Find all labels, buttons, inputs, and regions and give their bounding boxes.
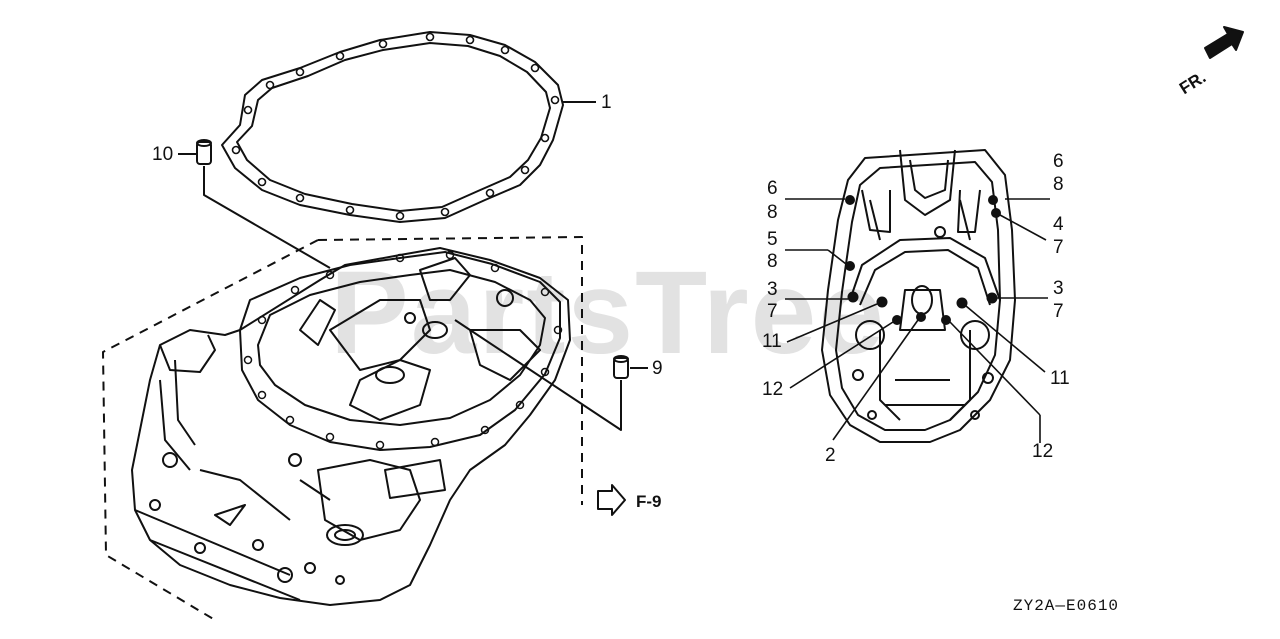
callout-3-right: 3 <box>1053 278 1064 299</box>
callout-8-left-a: 8 <box>767 202 778 223</box>
callout-6-left: 6 <box>767 178 778 199</box>
callout-5: 5 <box>767 229 778 250</box>
dowel-pin-9 <box>613 355 629 379</box>
leader-line-9b <box>454 319 622 431</box>
housing-bolt-holes <box>243 250 563 450</box>
callout-4: 4 <box>1053 214 1064 235</box>
gasket-outline <box>221 31 564 223</box>
leader-line-10b <box>203 166 331 269</box>
oil-pan-housing <box>131 247 571 606</box>
gasket-bolt-holes <box>231 32 560 221</box>
callout-12-right: 12 <box>1032 441 1054 462</box>
assembly-frame-top <box>317 236 583 505</box>
callout-7-left: 7 <box>767 301 778 322</box>
reference-arrow-icon <box>597 484 626 516</box>
callout-8-right: 8 <box>1053 174 1064 195</box>
reference-label[interactable]: F-9 <box>636 492 662 511</box>
callout-7-right-b: 7 <box>1053 301 1064 322</box>
callout-9: 9 <box>652 358 663 379</box>
callout-2: 2 <box>825 445 836 466</box>
callout-1: 1 <box>601 92 612 113</box>
diagram-code: ZY2A—E0610 <box>1013 597 1120 615</box>
dowel-pin-10 <box>196 139 212 165</box>
callout-11-left: 11 <box>762 331 782 352</box>
right-leader-lines <box>785 198 1050 443</box>
callout-7-right-a: 7 <box>1053 237 1064 258</box>
callout-11-right: 11 <box>1050 368 1070 389</box>
bolt-markers <box>845 195 1001 325</box>
callout-3-left: 3 <box>767 279 778 300</box>
callout-8-left-b: 8 <box>767 251 778 272</box>
front-direction-arrow-icon <box>1204 26 1244 59</box>
assembly-frame-left <box>102 239 319 621</box>
callout-12-left: 12 <box>762 379 784 400</box>
callout-10: 10 <box>152 144 174 165</box>
callout-6-right: 6 <box>1053 151 1064 172</box>
